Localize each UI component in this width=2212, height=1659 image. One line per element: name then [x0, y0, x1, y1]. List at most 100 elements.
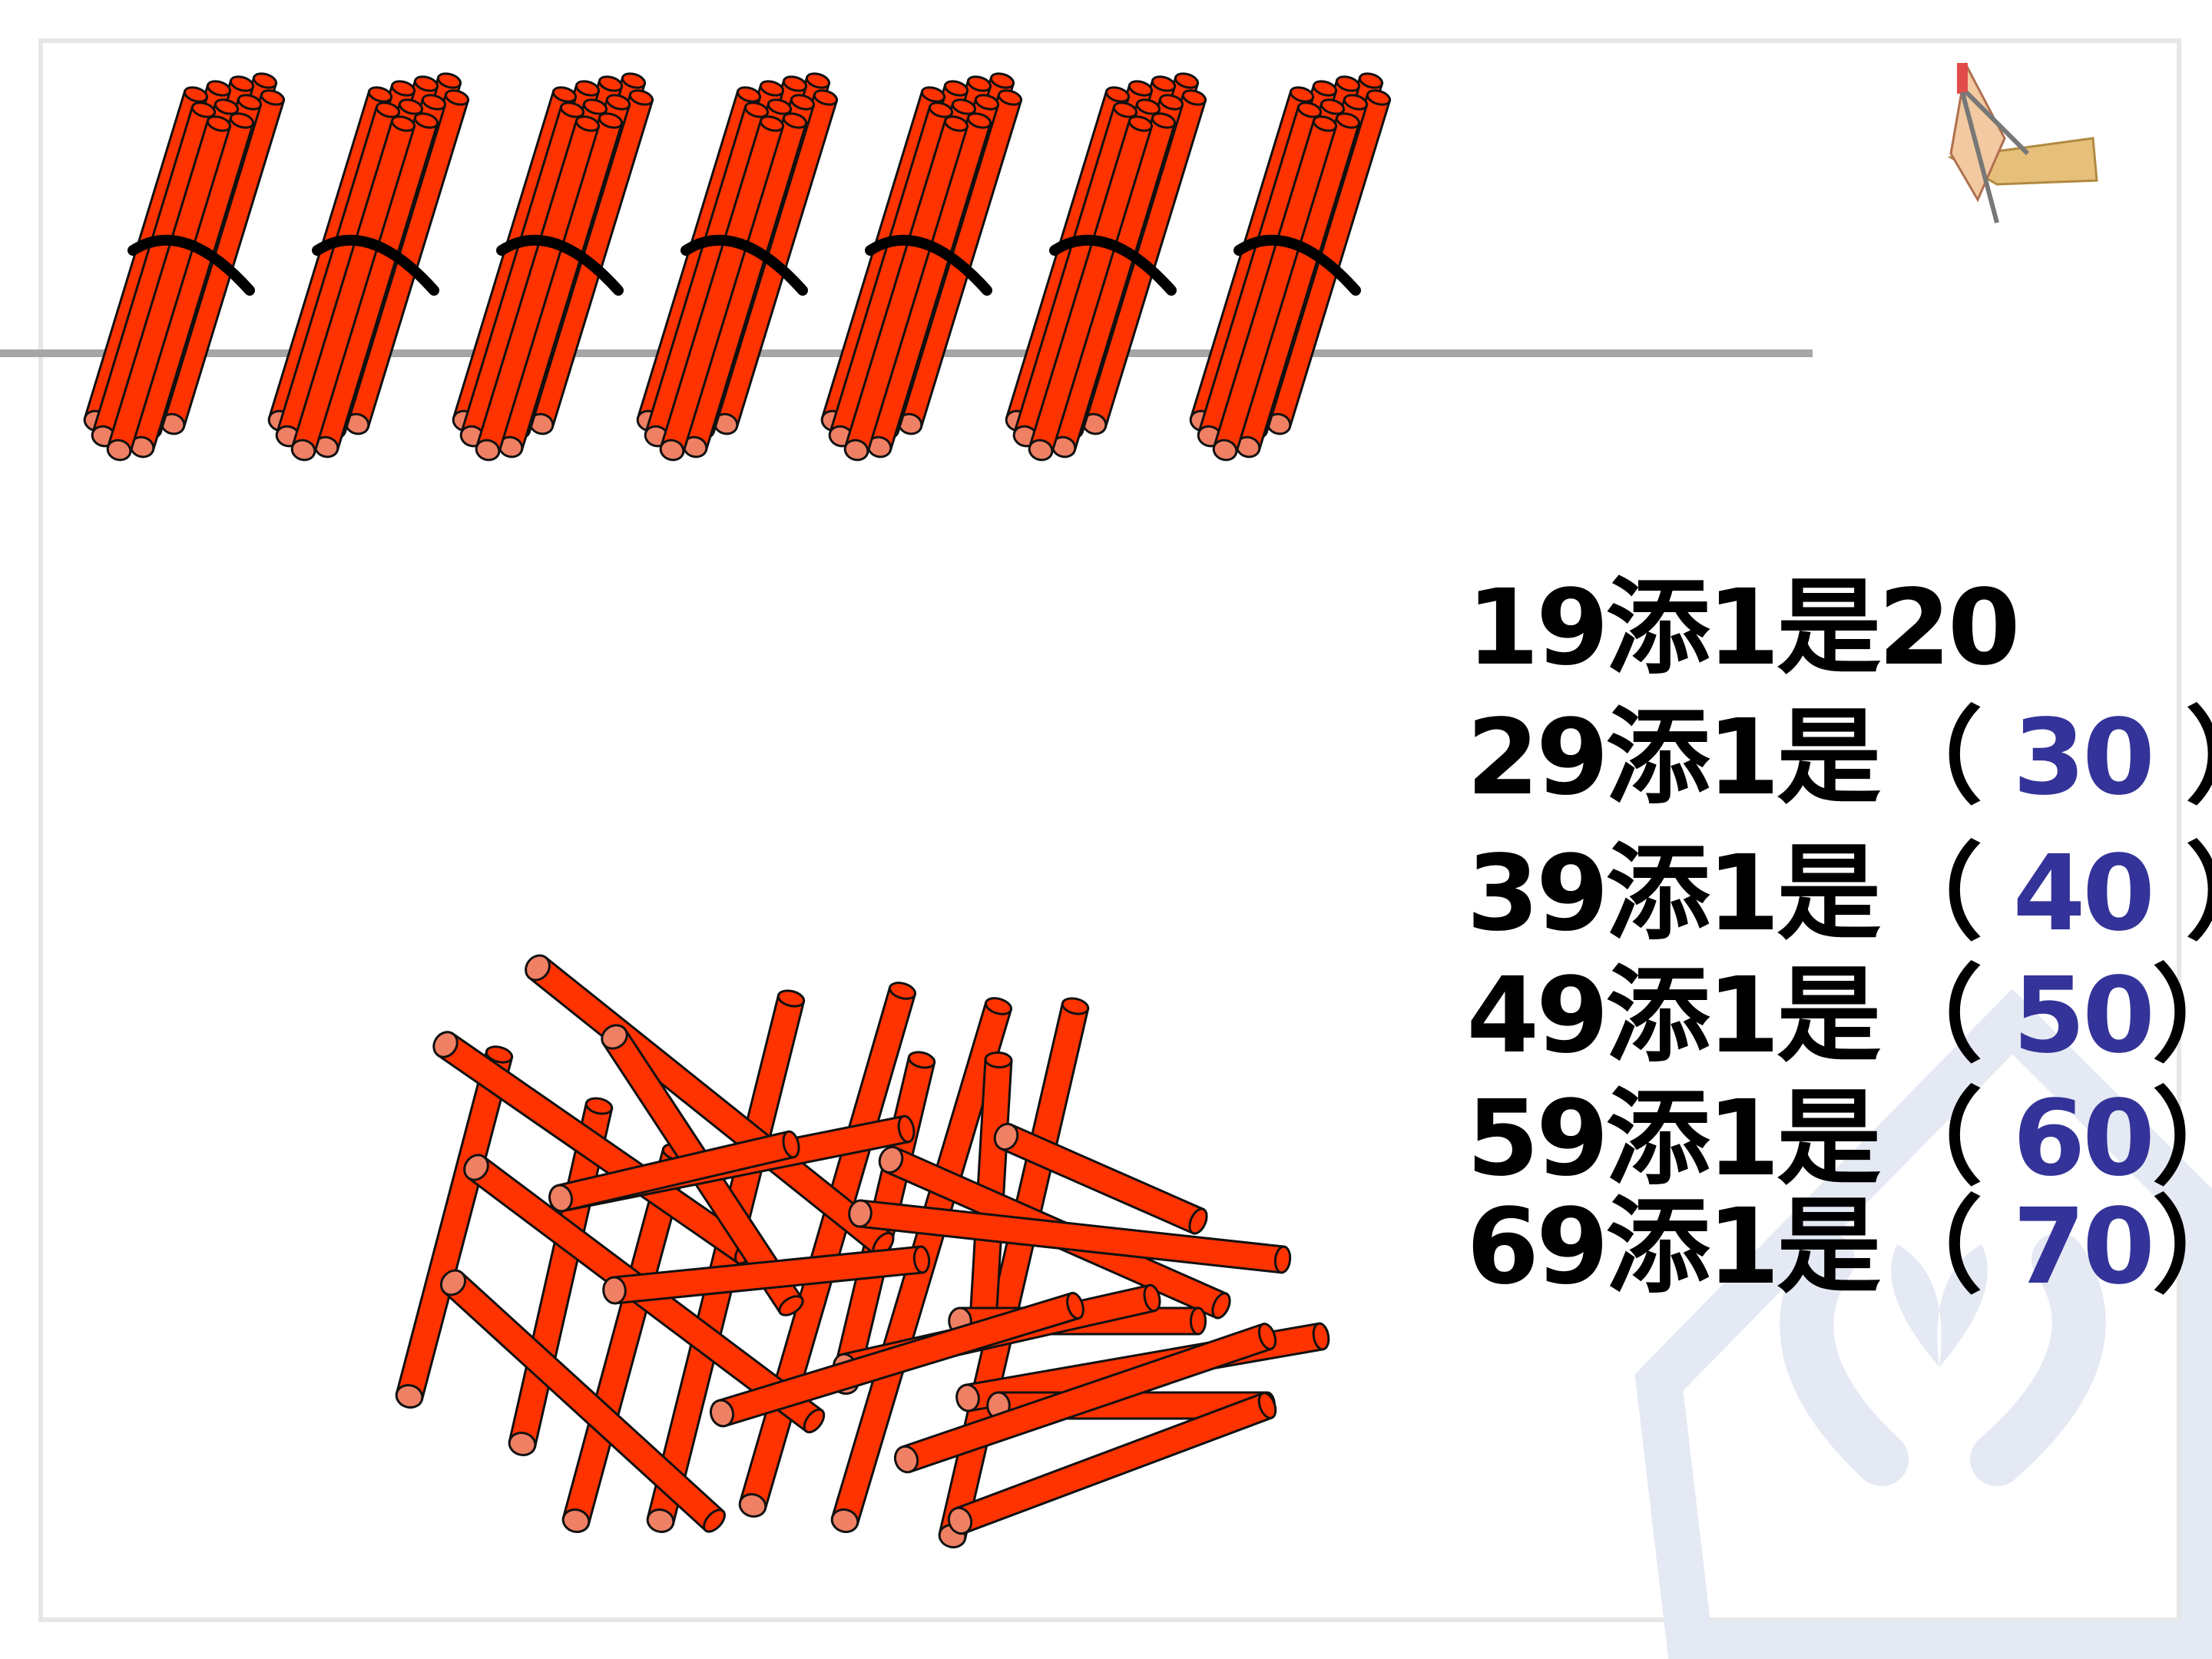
loose-stick-end [395, 1384, 424, 1409]
bundle-stick-top-cap [743, 101, 770, 118]
loose-stick-top-cap [897, 1114, 916, 1144]
bundle-stick-top-cap [782, 112, 808, 129]
loose-stick-top-cap [485, 1045, 514, 1064]
bundle-stick-top-cap [1135, 98, 1161, 115]
bundle-stick-top-cap [1358, 72, 1384, 89]
loose-stick-end [432, 1031, 459, 1058]
bundle-stick-body [290, 115, 416, 462]
loose-stick-top-cap [1189, 1306, 1207, 1336]
bundle-stick [106, 115, 232, 462]
bundle-stick-top-cap [183, 86, 209, 103]
bundle-stick-body [475, 115, 601, 462]
loose-stick-top-cap [907, 1051, 936, 1069]
loose-stick [993, 1122, 1208, 1235]
answer-2: 30 [2012, 697, 2155, 819]
bundle-stick-top-cap [575, 80, 601, 97]
loose-stick-body [709, 1291, 1084, 1428]
bundle-stick-top-cap [1320, 98, 1346, 115]
bundle-stick-top-cap [559, 101, 585, 118]
bundle-stick-top-cap [190, 101, 217, 118]
bundle-stick-top-cap [1289, 86, 1315, 103]
loose-stick-end [709, 1399, 735, 1428]
bundle-stick-top-cap [966, 112, 992, 129]
loose-stick-top-cap [778, 1295, 804, 1316]
loose-stick-top-cap [1066, 1292, 1084, 1320]
bundle-stick-top-cap [1181, 89, 1207, 106]
bundle-stick-body [1212, 115, 1338, 462]
stick-bundles [83, 72, 1392, 462]
stick-bundle [820, 72, 1023, 462]
sentence-3-close: ） [2152, 833, 2212, 955]
sentence-1: 19添1是20 [1333, 472, 2020, 785]
loose-stick-top-cap [1143, 1283, 1161, 1313]
bundle-band [312, 234, 439, 296]
bundle-stick-body [498, 112, 624, 459]
loose-stick-end [508, 1432, 537, 1456]
loose-stick-top-cap [1312, 1322, 1330, 1351]
drafting-tools-icon [1947, 61, 2098, 224]
bundle-stick-top-cap [1128, 115, 1154, 132]
loose-stick-body [548, 1130, 800, 1213]
bundle-stick-top-cap [206, 80, 232, 97]
bundle-stick-top-cap [1335, 75, 1361, 92]
bundle-stick [498, 112, 624, 459]
stick-bundle [636, 72, 839, 462]
sentence-1-text: 19添1是20 [1466, 568, 2020, 689]
bundle-stick-top-cap [575, 115, 601, 132]
answer-4: 50 [2012, 955, 2155, 1077]
loose-stick-top-cap [777, 989, 806, 1008]
bundle-band [1049, 234, 1177, 296]
bundle-stick-top-cap [237, 94, 263, 111]
bundle-band [496, 234, 624, 296]
hands-sprout-watermark-icon [1634, 988, 2212, 1659]
loose-stick-end [848, 1199, 873, 1228]
bundle-stick-top-cap [413, 112, 439, 129]
bundle-stick-end [475, 439, 501, 462]
loose-stick-body [738, 982, 917, 1518]
stick-bundle [267, 72, 470, 462]
bundle-stick-top-cap [1296, 101, 1323, 118]
loose-stick-end [830, 1508, 859, 1534]
compass-head [1957, 63, 1968, 94]
loose-stick-body [848, 1199, 1292, 1274]
bundle-stick-top-cap [598, 112, 624, 129]
bundle-stick-end [843, 439, 869, 462]
bundle-stick-end [106, 439, 132, 462]
loose-stick-top-cap [1211, 1292, 1231, 1320]
loose-stick-end [602, 1276, 627, 1305]
bundle-stick-top-cap [736, 86, 762, 103]
bundle-stick [1051, 112, 1177, 459]
bundle-stick-top-cap [1343, 94, 1369, 111]
stick-bundle [1189, 72, 1392, 462]
sentence-4-text: 49添1是（ [1466, 955, 2013, 1077]
bundle-stick-top-cap [813, 89, 839, 106]
loose-stick-top-cap [584, 1097, 614, 1115]
loose-stick-top-cap [1257, 1323, 1277, 1350]
bundle-stick-end [1028, 439, 1054, 462]
loose-stick [548, 1130, 800, 1213]
loose-stick [602, 1245, 931, 1305]
bundle-stick-top-cap [920, 86, 946, 103]
bundle-stick-top-cap [759, 115, 785, 132]
sentence-2-text: 29添1是（ [1466, 697, 2013, 819]
loose-stick-end [463, 1154, 489, 1181]
loose-stick-end [561, 1508, 591, 1533]
bundle-stick-top-cap [367, 86, 393, 103]
sentence-6-text: 69添1是（ [1466, 1187, 2013, 1308]
bundle-stick [843, 115, 969, 462]
bundle-stick-end [659, 439, 685, 462]
loose-stick-top-cap [888, 982, 917, 1000]
loose-stick [893, 1323, 1277, 1474]
bundle-stick-body [106, 115, 232, 462]
compass-leg [1964, 90, 2030, 156]
bundle-stick-top-cap [398, 98, 424, 115]
loose-stick-top-cap [803, 1408, 826, 1434]
bundle-stick-top-cap [943, 80, 969, 97]
loose-stick [395, 1045, 514, 1409]
loose-stick-end [955, 1383, 980, 1412]
loose-stick [947, 1392, 1277, 1535]
bundle-stick-top-cap [943, 115, 969, 132]
bundle-band [1233, 234, 1361, 296]
